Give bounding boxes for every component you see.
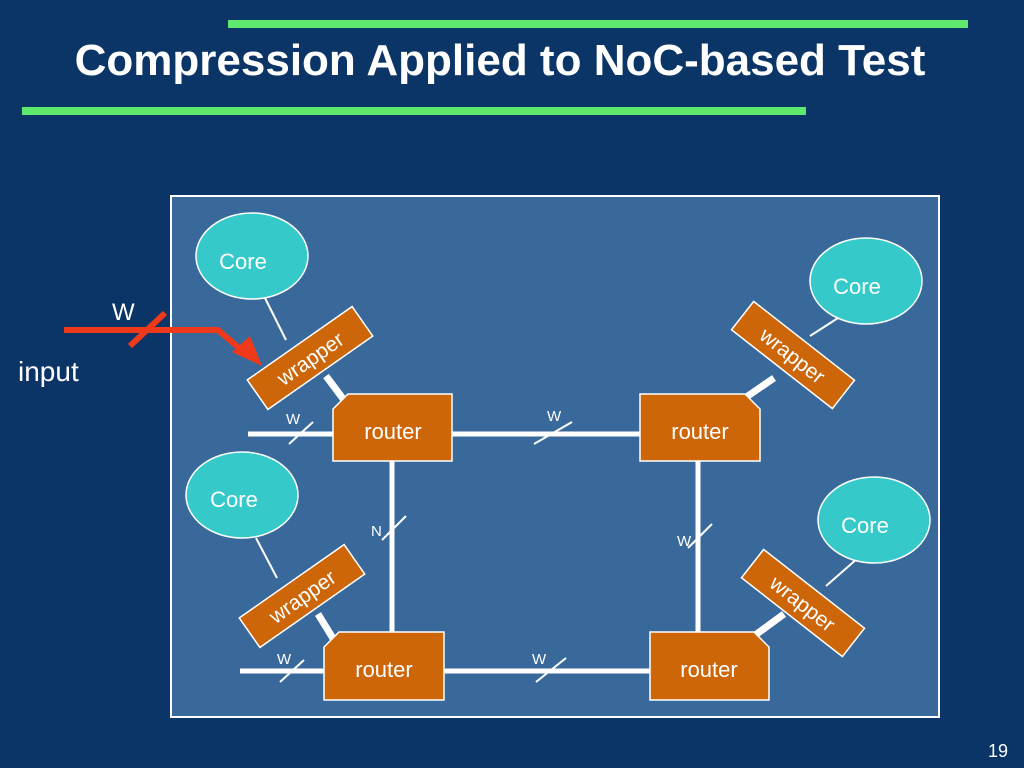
slash-left-vertical xyxy=(381,515,407,541)
slash-top-middle xyxy=(533,421,573,445)
arrow-head-icon xyxy=(232,336,262,366)
wrapper-router-link-bottom-right xyxy=(751,611,787,639)
core-top-left: Core xyxy=(195,212,309,300)
router-bottom-left: router xyxy=(323,631,445,701)
slash-top-left xyxy=(288,421,314,445)
core-label: Core xyxy=(210,487,258,512)
slash-bottom-left xyxy=(279,659,305,683)
router-label: router xyxy=(671,419,728,444)
input-arrow xyxy=(64,310,262,366)
core-bottom-right: Core xyxy=(817,476,931,564)
core-link-bottom-left xyxy=(255,537,278,579)
core-link-top-right xyxy=(809,317,839,337)
wrapper-top-right: wrapper xyxy=(730,300,856,410)
link-label-bottom-middle: W xyxy=(532,651,547,668)
wrapper-bottom-left: wrapper xyxy=(238,543,366,649)
link-label-left-vertical: N xyxy=(371,523,382,540)
title-bar-bottom xyxy=(22,107,806,115)
link-label-bottom-left: W xyxy=(277,651,292,668)
link-label-top-left: W xyxy=(286,411,301,428)
router-top-right: router xyxy=(639,393,761,462)
core-bottom-left: Core xyxy=(185,451,299,539)
core-top-right: Core xyxy=(809,237,923,325)
page-number: 19 xyxy=(987,741,1008,761)
link-label-right-vertical: W xyxy=(677,533,692,550)
core-link-bottom-right xyxy=(825,557,859,587)
router-label: router xyxy=(364,419,421,444)
input-slash xyxy=(127,310,168,349)
input-label: input xyxy=(18,356,79,387)
core-link-top-left xyxy=(264,297,287,341)
link-label-top-middle: W xyxy=(547,408,562,425)
input-width-label: W xyxy=(112,299,135,326)
router-label: router xyxy=(680,657,737,682)
title-bar-top xyxy=(228,20,968,28)
core-label: Core xyxy=(219,249,267,274)
slash-bottom-middle xyxy=(535,657,567,683)
wrapper-router-link-bottom-left xyxy=(315,612,337,642)
slide-title: Compression Applied to NoC-based Test xyxy=(74,36,926,85)
router-top-left: router xyxy=(332,393,453,462)
core-label: Core xyxy=(841,513,889,538)
slash-right-vertical xyxy=(687,523,713,549)
router-bottom-right: router xyxy=(649,631,770,701)
wrapper-router-link-top-left xyxy=(323,373,347,403)
core-label: Core xyxy=(833,274,881,299)
router-label: router xyxy=(355,657,412,682)
